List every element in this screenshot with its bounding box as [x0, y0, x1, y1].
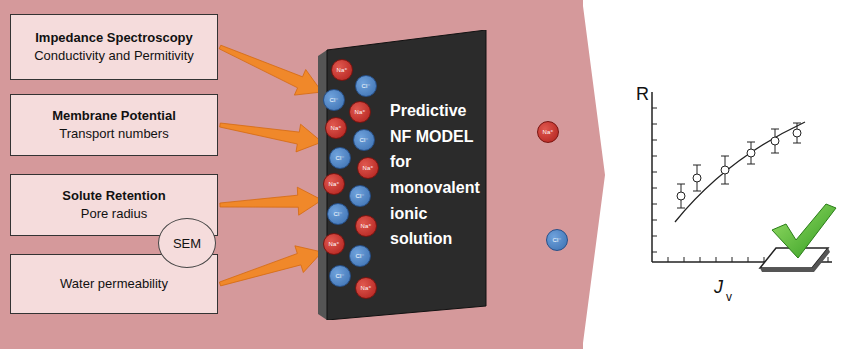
circle-label: SEM — [173, 236, 201, 251]
chloride-ion: Cl⁻ — [349, 185, 371, 207]
chloride-ion: Cl⁻ — [546, 229, 568, 251]
chloride-ion: Cl⁻ — [329, 265, 351, 287]
ion-label: Cl⁻ — [553, 237, 562, 243]
chloride-ion: Cl⁻ — [327, 203, 349, 225]
box-heading: Membrane Potential — [52, 107, 176, 125]
chloride-ion: Cl⁻ — [355, 75, 377, 97]
input-box: Impedance SpectroscopyConductivity and P… — [10, 14, 218, 80]
sodium-ion: Na⁺ — [331, 59, 353, 81]
axis-label: J — [714, 277, 723, 298]
input-arrow — [219, 246, 322, 286]
sodium-ion: Na⁺ — [355, 215, 377, 237]
check-icon — [760, 204, 836, 272]
chloride-ion: Cl⁻ — [329, 147, 351, 169]
chloride-ion: Cl⁻ — [349, 245, 371, 267]
box-text: Water permeability — [60, 275, 168, 293]
sem-circle: SEM — [158, 218, 216, 268]
ion-label: Na⁺ — [329, 181, 340, 187]
sodium-ion: Na⁺ — [349, 101, 371, 123]
chloride-ion: Cl⁻ — [323, 89, 345, 111]
sodium-ion: Na⁺ — [355, 277, 377, 299]
ion-label: Cl⁻ — [330, 97, 339, 103]
ion-label: Cl⁻ — [362, 83, 371, 89]
ion-label: Na⁺ — [543, 129, 554, 135]
ion-label: Na⁺ — [329, 241, 340, 247]
input-arrow — [219, 45, 322, 95]
ion-label: Na⁺ — [361, 285, 372, 291]
ion-label: Cl⁻ — [356, 253, 365, 259]
axis-label: R — [636, 84, 649, 105]
ion-label: Cl⁻ — [360, 137, 369, 143]
sodium-ion: Na⁺ — [325, 117, 347, 139]
ion-label: Na⁺ — [337, 67, 348, 73]
box-heading: Solute Retention — [62, 187, 165, 205]
input-arrow — [220, 187, 322, 215]
chloride-ion: Cl⁻ — [353, 129, 375, 151]
sodium-ion: Na⁺ — [323, 233, 345, 255]
box-text: Transport numbers — [59, 125, 168, 143]
sodium-ion: Na⁺ — [357, 157, 379, 179]
sodium-ion: Na⁺ — [537, 121, 559, 143]
ion-label: Na⁺ — [363, 165, 374, 171]
model-title: Predictive NF MODEL for monovalent ionic… — [390, 98, 484, 252]
ion-label: Na⁺ — [331, 125, 342, 131]
ion-label: Cl⁻ — [356, 193, 365, 199]
ion-label: Cl⁻ — [336, 155, 345, 161]
input-box: Membrane PotentialTransport numbers — [10, 94, 218, 156]
ion-label: Na⁺ — [355, 109, 366, 115]
box-text: Conductivity and Permitivity — [34, 47, 194, 65]
input-arrow — [220, 123, 322, 152]
ion-label: Cl⁻ — [334, 211, 343, 217]
ion-label: Cl⁻ — [336, 273, 345, 279]
box-heading: Impedance Spectroscopy — [35, 29, 193, 47]
ion-label: Na⁺ — [361, 223, 372, 229]
box-text: Pore radius — [81, 205, 147, 223]
axis-subscript: v — [726, 290, 732, 304]
sodium-ion: Na⁺ — [323, 173, 345, 195]
panel-arrow — [0, 0, 605, 349]
